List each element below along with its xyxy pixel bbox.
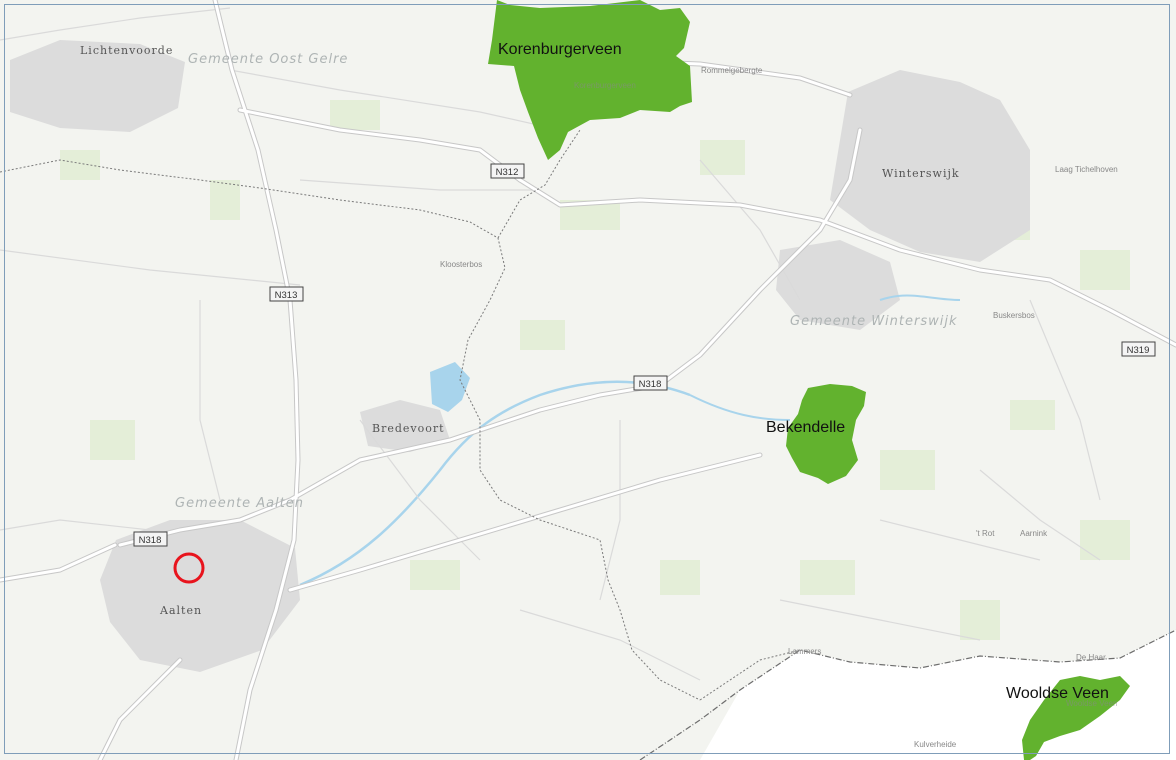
urban-areas (10, 40, 1030, 672)
bekendelle-area (786, 384, 866, 484)
place-label-korenburgerveen-inner: Korenburgerveen (574, 81, 636, 90)
municipality-label-aalten: Gemeente Aalten (175, 496, 304, 511)
place-label-de-haar: De Haar (1076, 653, 1106, 662)
water-features (299, 294, 961, 587)
road-label-n313: N313 (275, 290, 298, 301)
road-label-n312: N312 (496, 167, 519, 178)
place-label-lammers: Lammers (788, 647, 821, 656)
municipality-label-oost-gelre: Gemeente Oost Gelre (188, 52, 348, 67)
town-label-lichtenvoorde: Lichtenvoorde (80, 44, 173, 57)
national-border (639, 629, 1176, 760)
field-patches (60, 100, 1130, 640)
road-shields (133, 163, 1156, 547)
nature-label-korenburgerveen: Korenburgerveen (498, 41, 622, 58)
municipality-label-winterswijk: Gemeente Winterswijk (790, 314, 958, 329)
municipality-borders (0, 129, 801, 701)
nature-areas (488, 0, 1130, 760)
circle-marker-icon[interactable] (173, 552, 205, 584)
town-label-winterswijk: Winterswijk (882, 167, 960, 180)
wooldse-veen-area (1022, 676, 1130, 760)
road-label-n318-east: N318 (639, 379, 662, 390)
nature-label-bekendelle: Bekendelle (766, 419, 845, 436)
minor-roads (0, 7, 1101, 681)
place-label-laag-tichelhoven: Laag Tichelhoven (1055, 165, 1118, 174)
place-label-t-rot: 't Rot (976, 529, 995, 538)
place-label-wooldse-inner: Wooldse Veen (1066, 699, 1117, 708)
town-label-aalten: Aalten (159, 604, 202, 617)
place-label-buskersbos: Buskersbos (993, 311, 1035, 320)
place-label-kulverheide: Kulverheide (914, 740, 957, 749)
road-label-n318-west: N318 (139, 535, 162, 546)
place-label-rommelgebergte: Rommelgebergte (701, 66, 763, 75)
town-label-bredevoort: Bredevoort (372, 422, 445, 435)
road-label-n319: N319 (1127, 345, 1150, 356)
korenburgerveen-area (488, 0, 692, 160)
place-label-kloosterbos: Kloosterbos (440, 260, 482, 269)
place-label-aarnink: Aarnink (1020, 529, 1048, 538)
nature-label-wooldse-veen: Wooldse Veen (1006, 685, 1109, 702)
